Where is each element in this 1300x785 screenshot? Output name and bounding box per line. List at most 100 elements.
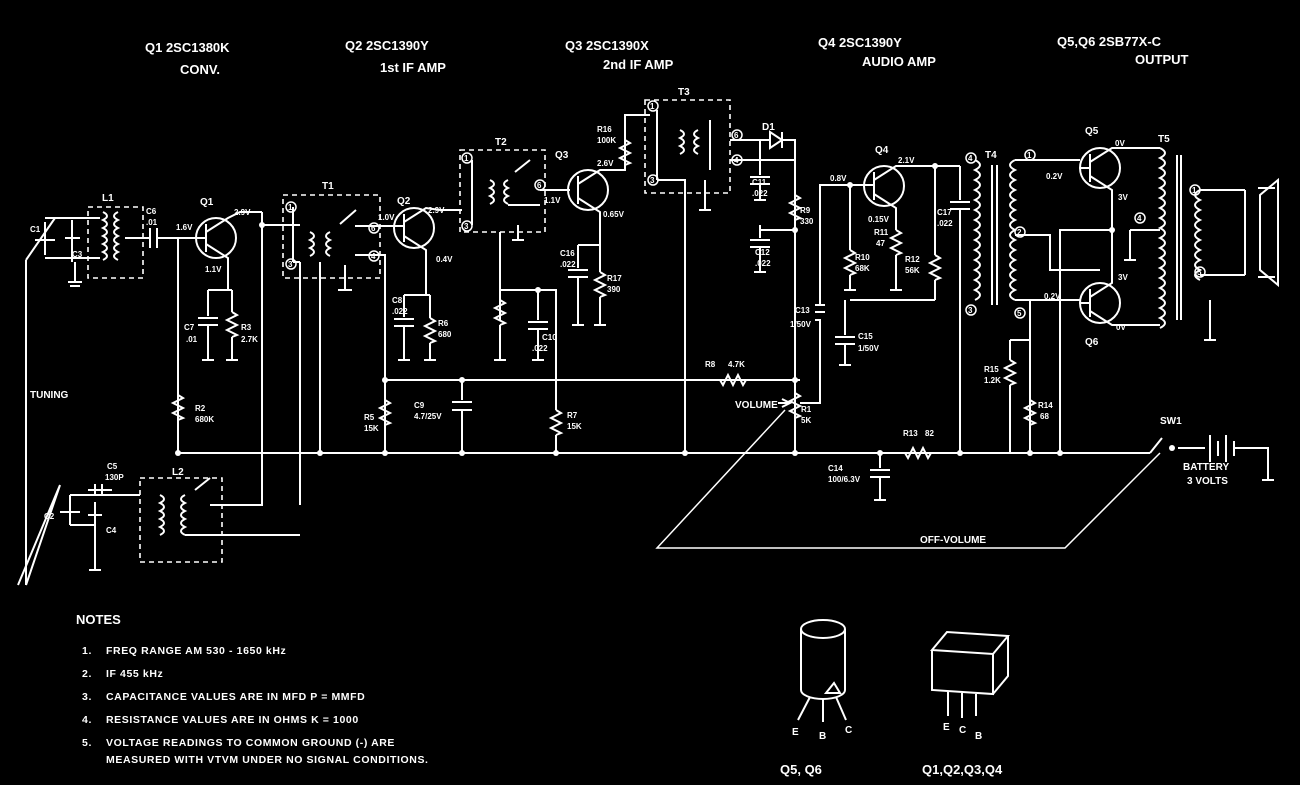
r1-label: R1 [801, 405, 812, 414]
note-1-text: FREQ RANGE AM 530 - 1650 kHz [106, 645, 286, 657]
r7-value: 15K [567, 422, 582, 431]
q3-collector-voltage: 2.6V [597, 159, 614, 168]
label-q4: Q4 [875, 145, 889, 156]
l1-coil-primary [100, 211, 108, 261]
t3-pin-1: 1 [650, 102, 655, 111]
r2-label: R2 [195, 404, 206, 413]
r5-resistor [377, 380, 393, 426]
note-3-number: 3. [82, 691, 92, 703]
c5-value: 130P [105, 473, 124, 482]
note-4-text: RESISTANCE VALUES ARE IN OHMS K = 1000 [106, 714, 359, 726]
r8-value: 4.7K [728, 360, 745, 369]
t2-agc-network [492, 232, 564, 453]
label-tuning: TUNING [30, 390, 69, 401]
r10-resistor [842, 185, 858, 291]
c13-value: 1/50V [790, 320, 812, 329]
t5-primary [1157, 147, 1166, 329]
label-battery: BATTERY [1183, 462, 1229, 473]
notes-block: NOTES 1. FREQ RANGE AM 530 - 1650 kHz 2.… [76, 612, 428, 766]
reference-labels: L1 Q1 T1 Q2 T2 Q3 T3 D1 Q4 T4 Q5 Q6 T5 L… [30, 87, 1229, 546]
t4-pin-2: 2 [1017, 228, 1022, 237]
r8-resistor [719, 372, 747, 388]
c7-value: .01 [186, 335, 198, 344]
q5-leads [1080, 147, 1160, 230]
q4-base-voltage: 0.8V [830, 174, 847, 183]
t1-shield [282, 194, 381, 279]
r16-label: R16 [597, 125, 612, 134]
c1-c3-trimmer [35, 220, 80, 262]
c16-value: .022 [560, 260, 576, 269]
r14-label: R14 [1038, 401, 1053, 410]
t1-pin-3: 3 [288, 260, 293, 269]
label-t4: T4 [985, 150, 997, 161]
t1-windings [292, 207, 357, 262]
flat-package-body [931, 636, 1009, 696]
pin-markers: 1 3 6 4 1 3 6 1 3 6 4 4 3 1 2 5 4 1 5 [285, 100, 1206, 319]
q1-collector-feed [210, 212, 263, 506]
t3-pin-3: 3 [650, 176, 655, 185]
t4-secondary [1009, 159, 1018, 301]
q2-emitter-voltage: 0.4V [436, 255, 453, 264]
t1-leads [262, 224, 352, 505]
r1-volume-pot [778, 380, 803, 453]
c17-capacitor [950, 166, 970, 453]
r15-value: 1.2K [984, 376, 1001, 385]
c9-value: 4.7/25V [414, 412, 442, 421]
q4-emitter-voltage: 0.15V [868, 215, 890, 224]
circuit-wiring [17, 99, 1279, 586]
header-q1-function: CONV. [180, 62, 220, 77]
q2-emitter-network [394, 294, 438, 361]
label-t2: T2 [495, 137, 507, 148]
t4-primary [972, 159, 981, 301]
q1-leads [198, 211, 262, 290]
q6-leads [1059, 229, 1160, 453]
r11-resistor [888, 229, 904, 291]
t4-pin-3: 3 [968, 306, 973, 315]
note-1-number: 1. [82, 645, 92, 657]
q3-emitter-voltage: 0.65V [603, 210, 625, 219]
t2-windings [471, 159, 531, 225]
r7-label: R7 [567, 411, 578, 420]
c11-value: .022 [752, 189, 768, 198]
r13-value: 82 [925, 429, 934, 438]
r10-label: R10 [855, 253, 870, 262]
c1-label: C1 [30, 225, 41, 234]
flat-pin-e: E [943, 722, 950, 733]
flat-package-top [929, 630, 1011, 656]
q5-base-voltage: 0.2V [1046, 172, 1063, 181]
label-t5: T5 [1158, 134, 1170, 145]
r1-value: 5K [801, 416, 811, 425]
sw1-battery [1149, 435, 1274, 481]
c2-label: C2 [44, 512, 55, 521]
c6-coupling [125, 228, 198, 248]
r12-resistor [850, 166, 943, 301]
r2-resistor [170, 394, 186, 421]
t1-pin-4: 4 [371, 252, 376, 261]
flat-pin-b: B [975, 731, 982, 742]
t3-pin-6: 6 [734, 131, 739, 140]
c16-label: C16 [560, 249, 575, 258]
header-q56-part: Q5,Q6 2SB77X-C [1057, 34, 1162, 49]
transistor-headers: Q1 2SC1380K CONV. Q2 2SC1390Y 1st IF AMP… [145, 34, 1189, 77]
t5-secondary [1194, 189, 1203, 281]
r12-value: 56K [905, 266, 920, 275]
c6-value: .01 [146, 218, 158, 227]
header-q2-function: 1st IF AMP [380, 60, 446, 75]
package-round-q5-q6: E B C Q5, Q6 [780, 619, 852, 777]
c15-label: C15 [858, 332, 873, 341]
q6-collector-voltage: 0V [1116, 323, 1126, 332]
r12-label: R12 [905, 255, 920, 264]
label-q3: Q3 [555, 150, 569, 161]
t5-pin-1: 1 [1192, 186, 1197, 195]
q2-base-voltage: 1.0V [378, 213, 395, 222]
t4-pin-5: 5 [1017, 309, 1022, 318]
q3-emitter-network [568, 244, 608, 326]
q1-emitter-network [198, 289, 240, 361]
label-battery-volts: 3 VOLTS [1187, 476, 1228, 487]
t3-windings [656, 110, 711, 180]
header-q56-function: OUTPUT [1135, 52, 1189, 67]
r6-label: R6 [438, 319, 449, 328]
header-q1-part: Q1 2SC1380K [145, 40, 230, 55]
c9-label: C9 [414, 401, 425, 410]
q6-emitter-voltage: 3V [1118, 273, 1128, 282]
